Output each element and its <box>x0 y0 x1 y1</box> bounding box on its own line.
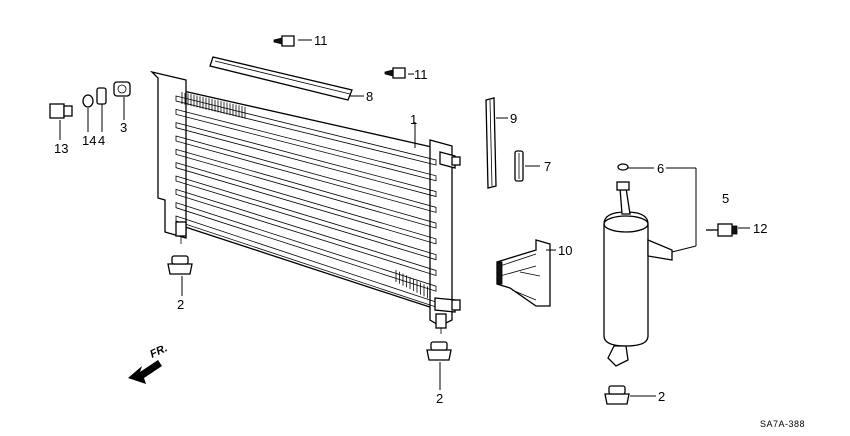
condenser-tube <box>175 135 437 213</box>
receiver-dryer <box>603 181 673 367</box>
condenser-tube <box>175 175 437 261</box>
callout-9: 9 <box>510 111 517 126</box>
o-ring <box>617 163 629 171</box>
callout-2-right: 2 <box>658 389 665 404</box>
condenser-fins <box>181 92 428 299</box>
collar-4 <box>96 87 107 105</box>
clip-11-lower <box>384 67 406 79</box>
diagram-code: SA7A-388 <box>760 419 805 429</box>
condenser-tube <box>175 108 437 182</box>
condenser <box>149 70 461 334</box>
callout-6: 6 <box>657 161 664 176</box>
clip-11-top <box>273 35 295 47</box>
condenser-tube <box>175 95 437 166</box>
callout-5: 5 <box>722 191 729 206</box>
condenser-tubes <box>175 95 437 308</box>
direction-label: FR. <box>148 342 169 360</box>
leader-lines <box>59 39 750 397</box>
callout-3: 3 <box>120 120 127 135</box>
callout-8: 8 <box>366 89 373 104</box>
bolt-13 <box>49 103 73 119</box>
callout-11-lower: 11 <box>414 67 428 82</box>
condenser-tube <box>175 202 437 292</box>
mount-cushion-right <box>604 385 630 405</box>
callout-7: 7 <box>544 159 551 174</box>
nut-3 <box>113 81 131 97</box>
bolt-12 <box>706 223 738 237</box>
washer-14 <box>82 94 94 108</box>
mount-cushion-center <box>426 341 452 361</box>
callout-2-left: 2 <box>177 297 184 312</box>
small-seal-strip <box>514 150 524 182</box>
callout-1: 1 <box>410 112 417 127</box>
side-seal-strip <box>485 97 497 189</box>
callout-2-center: 2 <box>436 391 443 406</box>
callout-13: 13 <box>54 141 68 156</box>
callout-11-top: 11 <box>314 33 328 48</box>
condenser-tube <box>175 188 437 276</box>
condenser-tube <box>175 148 437 229</box>
callout-12: 12 <box>753 221 767 236</box>
condenser-tube <box>175 162 437 245</box>
front-direction-arrow: FR. <box>128 342 169 384</box>
callout-4: 4 <box>98 133 105 148</box>
mount-cushion-left <box>167 255 193 275</box>
condenser-tube <box>175 122 437 198</box>
callout-10: 10 <box>558 243 572 258</box>
upper-support-bar <box>209 56 353 101</box>
callout-14: 14 <box>82 133 96 148</box>
receiver-bracket <box>496 239 551 307</box>
